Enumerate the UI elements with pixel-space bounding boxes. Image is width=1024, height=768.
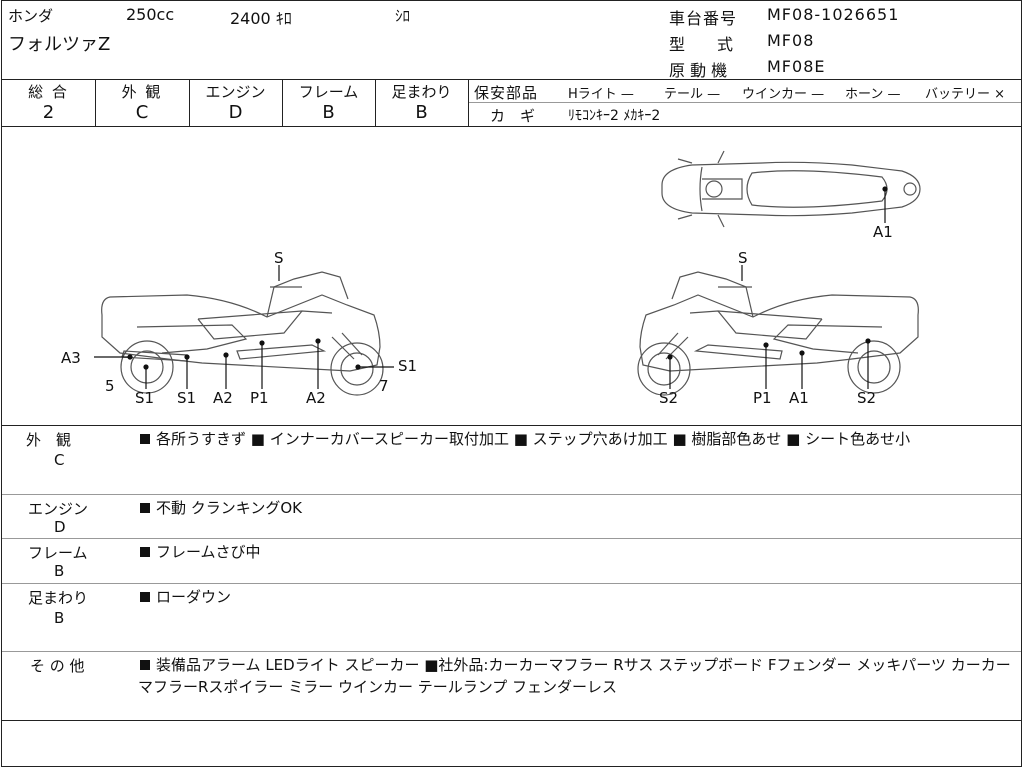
grade-engine-value: D — [228, 102, 243, 123]
divider — [2, 651, 1021, 652]
grade-frame-label: フレーム — [298, 83, 359, 101]
displacement: 250cc — [126, 5, 175, 24]
grade-exterior-value: C — [135, 102, 149, 123]
type-label: 型 式 — [669, 35, 734, 54]
diagram-label: A2 — [306, 389, 326, 407]
grade-exterior-label: 外 観 — [121, 83, 163, 101]
grade-suspension-value: B — [415, 102, 428, 123]
engine-value: MF08E — [767, 57, 826, 76]
remark-text: 各所うすきず ■ インナーカバースピーカー取付加工 ■ ステップ穴あけ加工 ■ … — [138, 428, 1014, 450]
diagram-label: S — [738, 249, 748, 267]
bullet-icon — [140, 503, 150, 513]
grade-engine-label: エンジン — [205, 83, 266, 101]
remark-text: 不動 クランキングOK — [138, 497, 1014, 519]
remark-text: フレームさび中 — [138, 541, 1014, 563]
damage-diagram — [94, 150, 921, 396]
divider — [2, 425, 1021, 426]
remark-grade: B — [54, 609, 65, 627]
divider — [2, 720, 1021, 721]
remark-category: 足まわり — [28, 589, 89, 607]
remark-category: そ の 他 — [30, 657, 85, 675]
color: ｼﾛ — [395, 7, 411, 25]
diagram-label: P1 — [753, 389, 772, 407]
mileage: 2400 ｷﾛ — [230, 9, 292, 28]
remark-grade: C — [54, 451, 65, 469]
remark-text: 装備品アラーム LEDライト スピーカー ■社外品:カーカーマフラー Rサス ス… — [138, 656, 1011, 696]
divider — [375, 79, 376, 126]
scooter-top-view-icon — [661, 150, 921, 228]
diagram-label: A2 — [213, 389, 233, 407]
remark-text: ローダウン — [138, 586, 1014, 608]
diagram-label: S2 — [857, 389, 877, 407]
divider — [2, 494, 1021, 495]
divider — [2, 126, 1021, 127]
divider — [468, 102, 1021, 103]
divider — [282, 79, 283, 126]
engine-label: 原 動 機 — [669, 61, 728, 80]
grade-total-label: 総 合 — [28, 83, 69, 101]
grade-total-value: 2 — [42, 102, 55, 123]
key-label: カ ギ — [490, 107, 536, 125]
bullet-icon — [140, 592, 150, 602]
diagram-label: A1 — [789, 389, 809, 407]
diagram-label: 5 — [105, 377, 115, 395]
security-item: バッテリー × — [925, 87, 1006, 102]
grade-frame-value: B — [322, 102, 335, 123]
diagram-label: S2 — [659, 389, 679, 407]
remark-category: エンジン — [28, 500, 89, 518]
security-item: Hライト — — [568, 87, 634, 102]
divider — [2, 538, 1021, 539]
frame-no: MF08-1026651 — [767, 5, 900, 24]
diagram-label: S1 — [135, 389, 155, 407]
scooter-left-side-icon — [101, 271, 384, 396]
diagram-label: A3 — [61, 349, 81, 367]
diagram-label: A1 — [873, 223, 893, 241]
remark-grade: D — [54, 518, 66, 536]
security-item: ウインカー — — [742, 87, 825, 102]
remark-category: フレーム — [28, 544, 88, 562]
divider — [189, 79, 190, 126]
remark-grade: B — [54, 562, 65, 580]
frame-no-label: 車台番号 — [669, 9, 738, 28]
scooter-right-side-icon — [637, 271, 919, 396]
divider — [95, 79, 96, 126]
key-value: ﾘﾓｺﾝｷｰ2 ﾒｶｷｰ2 — [568, 108, 661, 124]
divider — [468, 79, 469, 126]
diagram-label: S — [274, 249, 284, 267]
bullet-icon — [140, 434, 150, 444]
security-item: ホーン — — [845, 87, 901, 102]
type-value: MF08 — [767, 31, 815, 50]
bullet-icon — [140, 660, 150, 670]
diagram-label: S1 — [398, 357, 418, 375]
model-name: フォルツァZ — [8, 34, 111, 55]
security-label: 保安部品 — [474, 84, 539, 102]
divider — [2, 79, 1021, 80]
diagram-label: P1 — [250, 389, 269, 407]
bullet-icon — [140, 547, 150, 557]
divider — [2, 583, 1021, 584]
maker: ホンダ — [8, 7, 54, 25]
remark-category: 外 観 — [26, 431, 72, 449]
grade-suspension-label: 足まわり — [391, 83, 452, 101]
security-item: テール — — [664, 87, 721, 102]
diagram-label: S1 — [177, 389, 197, 407]
diagram-label: 7 — [379, 377, 389, 395]
